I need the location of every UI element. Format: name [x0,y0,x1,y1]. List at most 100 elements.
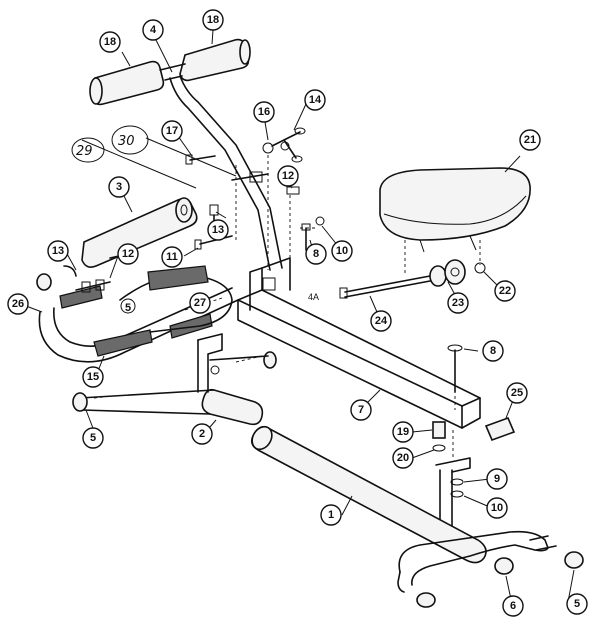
callout-16: 16 [253,101,275,123]
rail-bracket [261,257,291,291]
handwritten-30: 30 [118,134,135,149]
callout-11: 11 [161,246,183,268]
callout-4: 4 [142,19,164,41]
callout-17: 17 [161,120,183,142]
foot-cap-5-right [564,551,584,569]
callouts: 18 4 18 16 14 17 12 21 3 13 8 10 11 13 1… [7,9,588,617]
handwritten-29: 29 [76,144,93,159]
callout-20: 20 [392,447,414,469]
callout-12-upper: 12 [277,165,299,187]
callout-8-upper: 8 [305,243,327,265]
callout-10-lower: 10 [486,497,508,519]
bolt-8-lower [447,344,463,393]
svg-text:12: 12 [122,248,134,260]
callout-27: 27 [189,292,211,314]
svg-text:13: 13 [212,224,224,236]
svg-text:15: 15 [87,371,99,383]
svg-text:7: 7 [358,404,364,416]
svg-text:2: 2 [199,428,205,440]
callout-24: 24 [370,310,392,332]
svg-text:11: 11 [166,251,178,263]
left-grip [91,60,165,106]
leg-bar-assembly [36,253,239,363]
svg-text:19: 19 [397,426,409,438]
svg-text:18: 18 [104,36,116,48]
seat-rod-24 [344,275,431,293]
handwritten-circle-30 [111,125,149,155]
svg-text:8: 8 [490,345,496,357]
washer-9 [450,478,464,486]
svg-text:20: 20 [397,452,409,464]
base-tube-1 [250,425,487,564]
svg-text:27: 27 [194,297,206,309]
knob-23 [429,265,447,287]
pin-12 [286,186,300,195]
callout-7: 7 [350,399,372,421]
foot-cap-5-front [72,392,88,412]
svg-text:4: 4 [150,24,157,36]
front-bracket [197,333,223,393]
callout-5-front: 5 [82,427,104,449]
right-grip-end [239,39,251,65]
svg-text:22: 22 [499,285,511,297]
rear-base [397,530,584,608]
callout-2: 2 [191,423,213,445]
svg-text:13: 13 [52,245,64,257]
washer-20 [432,444,446,452]
svg-text:14: 14 [309,94,322,106]
foot-cap-6 [494,557,514,575]
svg-text:9: 9 [494,473,500,485]
svg-text:1: 1 [328,509,334,521]
roller-pad-3 [81,197,198,268]
callout-9: 9 [486,468,508,490]
end-knob [36,273,52,291]
callout-22: 22 [494,280,516,302]
svg-text:8: 8 [313,248,319,260]
knob-14 [271,131,301,159]
leader-lines [25,29,575,605]
seat-hardware [339,259,486,299]
handlebar-crossbar [159,63,186,71]
callout-10-upper: 10 [331,240,353,262]
leg-bar-26 [38,299,239,363]
callout-13-lower: 13 [47,240,69,262]
callout-3: 3 [108,176,130,198]
left-grip-end [89,77,103,105]
bolt-8-upper [301,216,325,251]
svg-text:10: 10 [336,245,348,257]
callout-26: 26 [7,293,29,315]
callout-19: 19 [392,421,414,443]
handwritten-circle-29 [71,137,105,163]
nut-16 [262,142,274,154]
callout-21: 21 [519,129,541,151]
svg-text:3: 3 [116,181,122,193]
washer-10 [450,490,464,498]
callout-14: 14 [304,89,326,111]
foot-cap-5-left [416,592,436,608]
svg-text:17: 17 [166,125,178,137]
callout-13-upper: 13 [207,219,229,241]
seat-21 [379,167,531,253]
callout-5-rear-left: 5 [125,302,131,314]
callout-25: 25 [506,382,528,404]
main-rail-7 [237,257,481,429]
callout-12-lower: 12 [117,243,139,265]
callout-8-lower: 8 [482,340,504,362]
svg-text:6: 6 [510,600,516,612]
handlebar-assembly [89,38,283,271]
callout-18-left: 18 [99,31,121,53]
callout-6: 6 [502,595,524,617]
svg-text:21: 21 [524,134,536,146]
callout-5-right: 5 [566,593,588,615]
end-cap-25 [484,416,516,442]
svg-text:10: 10 [491,502,503,514]
svg-text:23: 23 [452,297,464,309]
svg-text:25: 25 [511,387,523,399]
spacer-19 [432,421,446,452]
handwritten-notes: 29 30 [71,125,149,163]
svg-text:18: 18 [207,14,219,26]
svg-text:5: 5 [574,598,580,610]
svg-text:26: 26 [12,298,24,310]
